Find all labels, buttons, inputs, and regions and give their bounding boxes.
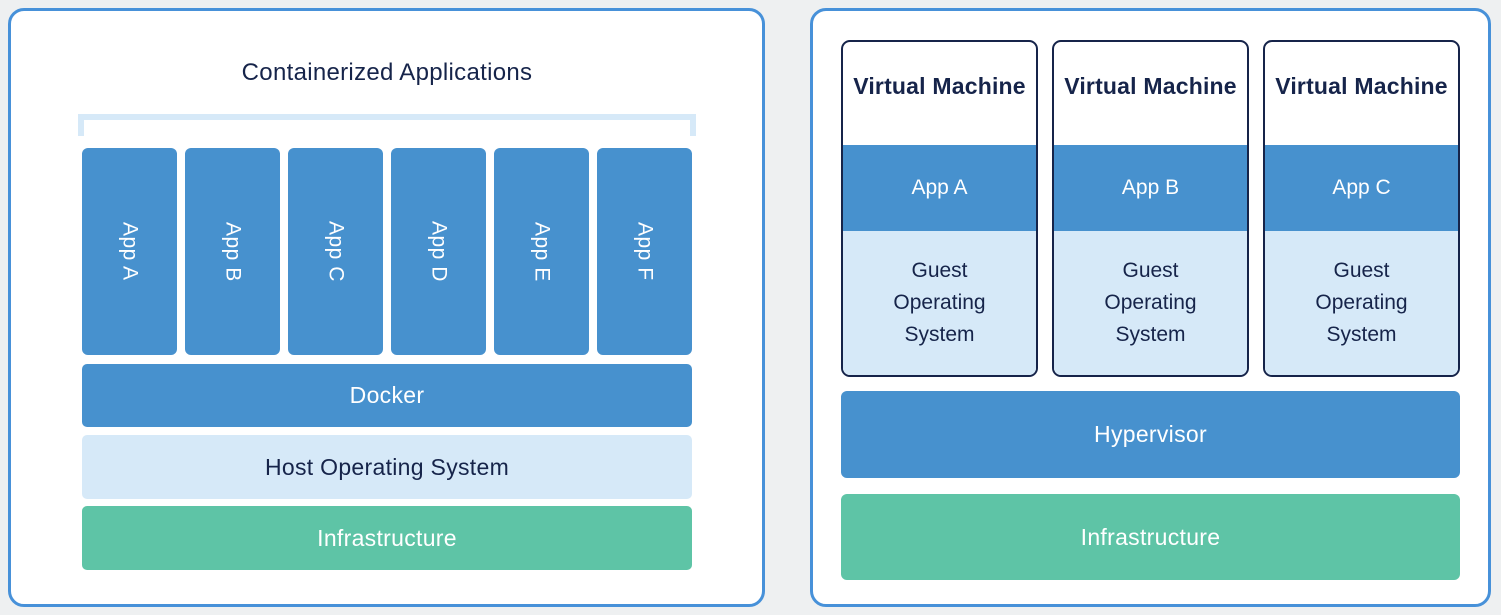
vm-box-3: Virtual Machine App C Guest Operating Sy… bbox=[1263, 40, 1460, 377]
vm-2-guest-os-label: Guest Operating System bbox=[1104, 259, 1197, 346]
vm-2-title: Virtual Machine bbox=[1064, 73, 1237, 99]
vm-1-guest-os: Guest Operating System bbox=[843, 231, 1036, 375]
host-os-layer: Host Operating System bbox=[82, 435, 692, 499]
containers-title: Containerized Applications bbox=[241, 59, 533, 86]
vm-1-title: Virtual Machine bbox=[853, 73, 1026, 99]
vm-1-app: App A bbox=[843, 145, 1036, 231]
container-app-d-label: App D bbox=[427, 221, 451, 282]
infrastructure-layer-right: Infrastructure bbox=[841, 494, 1460, 580]
container-app-f-label: App F bbox=[633, 222, 657, 281]
container-app-b: App B bbox=[185, 148, 280, 355]
vm-1-guest-os-label: Guest Operating System bbox=[893, 259, 986, 346]
container-apps-row: App A App B App C App D App E App F bbox=[82, 148, 692, 355]
vm-3-title: Virtual Machine bbox=[1275, 73, 1448, 99]
vm-2-app: App B bbox=[1054, 145, 1247, 231]
vm-3-guest-os-label: Guest Operating System bbox=[1315, 259, 1408, 346]
container-app-a-label: App A bbox=[118, 222, 142, 281]
vm-3-app: App C bbox=[1265, 145, 1458, 231]
vm-box-2: Virtual Machine App B Guest Operating Sy… bbox=[1052, 40, 1249, 377]
vm-2-guest-os: Guest Operating System bbox=[1054, 231, 1247, 375]
docker-layer: Docker bbox=[82, 364, 692, 427]
infrastructure-layer-left: Infrastructure bbox=[82, 506, 692, 570]
container-app-d: App D bbox=[391, 148, 486, 355]
vm-row: Virtual Machine App A Guest Operating Sy… bbox=[841, 40, 1460, 377]
container-app-e-label: App E bbox=[530, 221, 554, 282]
container-app-f: App F bbox=[597, 148, 692, 355]
containers-panel: Containerized Applications App A App B A… bbox=[8, 8, 765, 607]
apps-group-bracket bbox=[78, 114, 696, 136]
vm-box-1: Virtual Machine App A Guest Operating Sy… bbox=[841, 40, 1038, 377]
hypervisor-layer: Hypervisor bbox=[841, 391, 1460, 478]
container-app-c-label: App C bbox=[324, 221, 348, 282]
vm-3-guest-os: Guest Operating System bbox=[1265, 231, 1458, 375]
container-app-e: App E bbox=[494, 148, 589, 355]
container-app-c: App C bbox=[288, 148, 383, 355]
container-app-a: App A bbox=[82, 148, 177, 355]
vms-panel: Virtual Machine App A Guest Operating Sy… bbox=[810, 8, 1491, 607]
container-app-b-label: App B bbox=[221, 221, 245, 282]
